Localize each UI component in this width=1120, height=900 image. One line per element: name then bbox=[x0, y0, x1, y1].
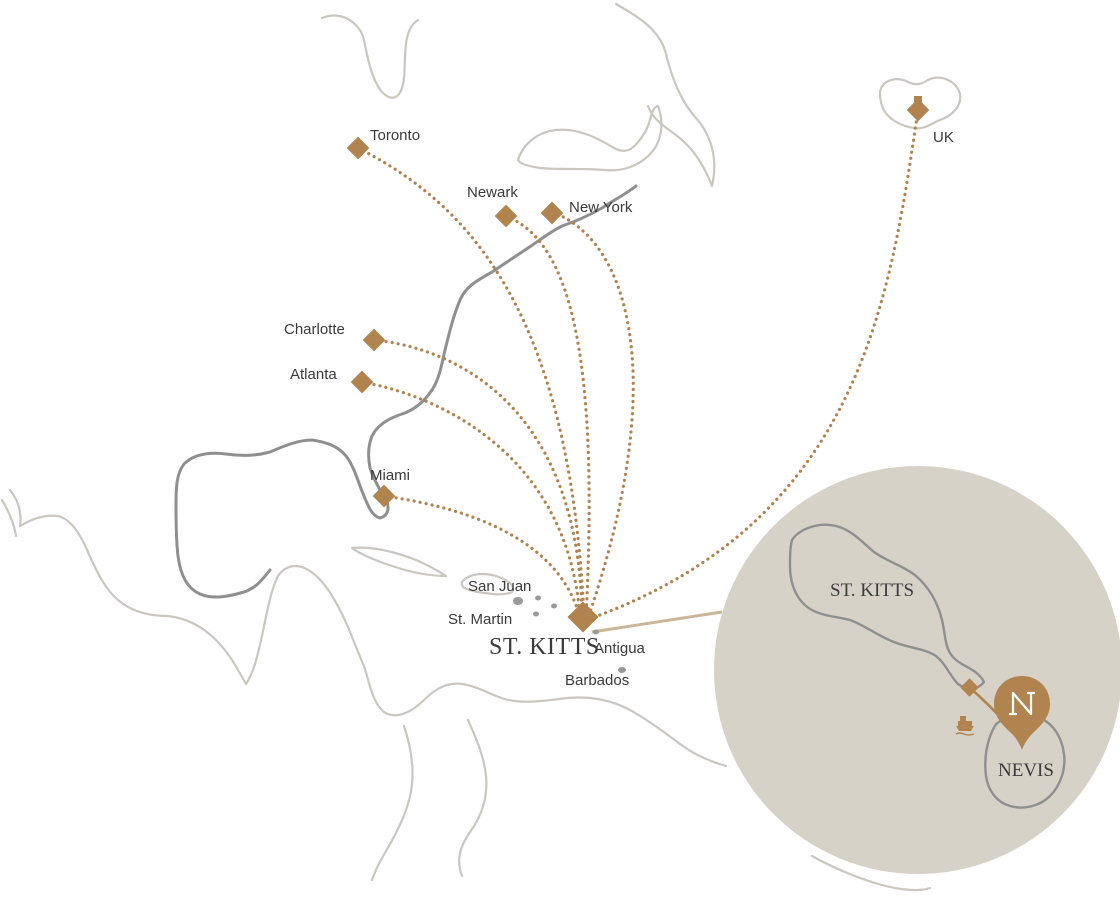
city-labels: Toronto Newark New York Charlotte Atlant… bbox=[284, 127, 954, 689]
label-toronto: Toronto bbox=[370, 127, 420, 144]
hub-marker-st-kitts[interactable] bbox=[567, 601, 599, 633]
origin-markers bbox=[346, 96, 930, 508]
label-charlotte: Charlotte bbox=[284, 321, 345, 338]
route-toronto bbox=[356, 146, 586, 620]
ferry-icon bbox=[955, 716, 975, 736]
coastline-cuba bbox=[350, 546, 448, 578]
route-atlanta bbox=[360, 380, 582, 620]
inset-nevis-label: NEVIS bbox=[998, 760, 1054, 781]
island-dots bbox=[513, 595, 626, 673]
route-miami bbox=[382, 494, 582, 620]
coastline-central-america bbox=[8, 488, 728, 768]
label-newark: Newark bbox=[467, 184, 518, 201]
label-st-martin: St. Martin bbox=[448, 611, 512, 628]
coastline-southeast bbox=[810, 854, 932, 892]
marker-toronto[interactable] bbox=[346, 136, 370, 160]
label-new-york: New York bbox=[569, 199, 633, 216]
route-uk bbox=[590, 108, 920, 620]
coastline-south-america bbox=[458, 718, 488, 878]
coastlines bbox=[0, 2, 962, 892]
coastline-north bbox=[320, 14, 420, 99]
marker-uk[interactable] bbox=[906, 96, 930, 122]
ferry-port-marker bbox=[960, 678, 979, 697]
marker-newark[interactable] bbox=[494, 204, 518, 228]
label-miami: Miami bbox=[370, 467, 410, 484]
marker-miami[interactable] bbox=[372, 484, 396, 508]
marker-charlotte[interactable] bbox=[362, 328, 386, 352]
flight-routes bbox=[356, 108, 920, 620]
coastline-mexico bbox=[0, 498, 18, 538]
coastline-uk bbox=[878, 76, 962, 130]
route-new-york bbox=[550, 210, 635, 620]
marker-atlanta[interactable] bbox=[350, 370, 374, 394]
inset-st-kitts-label: ST. KITTS bbox=[830, 580, 914, 601]
label-antigua: Antigua bbox=[594, 640, 646, 657]
label-uk: UK bbox=[933, 129, 954, 146]
inset-map: ST. KITTS NEVIS bbox=[591, 466, 1120, 874]
coastline-maritime bbox=[516, 104, 663, 172]
inset-background bbox=[714, 466, 1120, 874]
label-san-juan: San Juan bbox=[468, 578, 531, 595]
label-barbados: Barbados bbox=[565, 672, 629, 689]
coastline-northeast bbox=[614, 2, 716, 188]
coastline-river bbox=[370, 724, 414, 882]
inset-connector-line bbox=[591, 610, 723, 634]
coastline-hispaniola bbox=[460, 572, 515, 596]
marker-new-york[interactable] bbox=[540, 201, 564, 225]
route-charlotte bbox=[372, 338, 584, 620]
label-hub-st-kitts: ST. KITTS bbox=[489, 634, 600, 660]
coastline-us-east bbox=[174, 184, 638, 599]
label-atlanta: Atlanta bbox=[290, 366, 337, 383]
nevis-logo-pin-icon bbox=[994, 676, 1050, 750]
route-newark bbox=[504, 214, 591, 620]
